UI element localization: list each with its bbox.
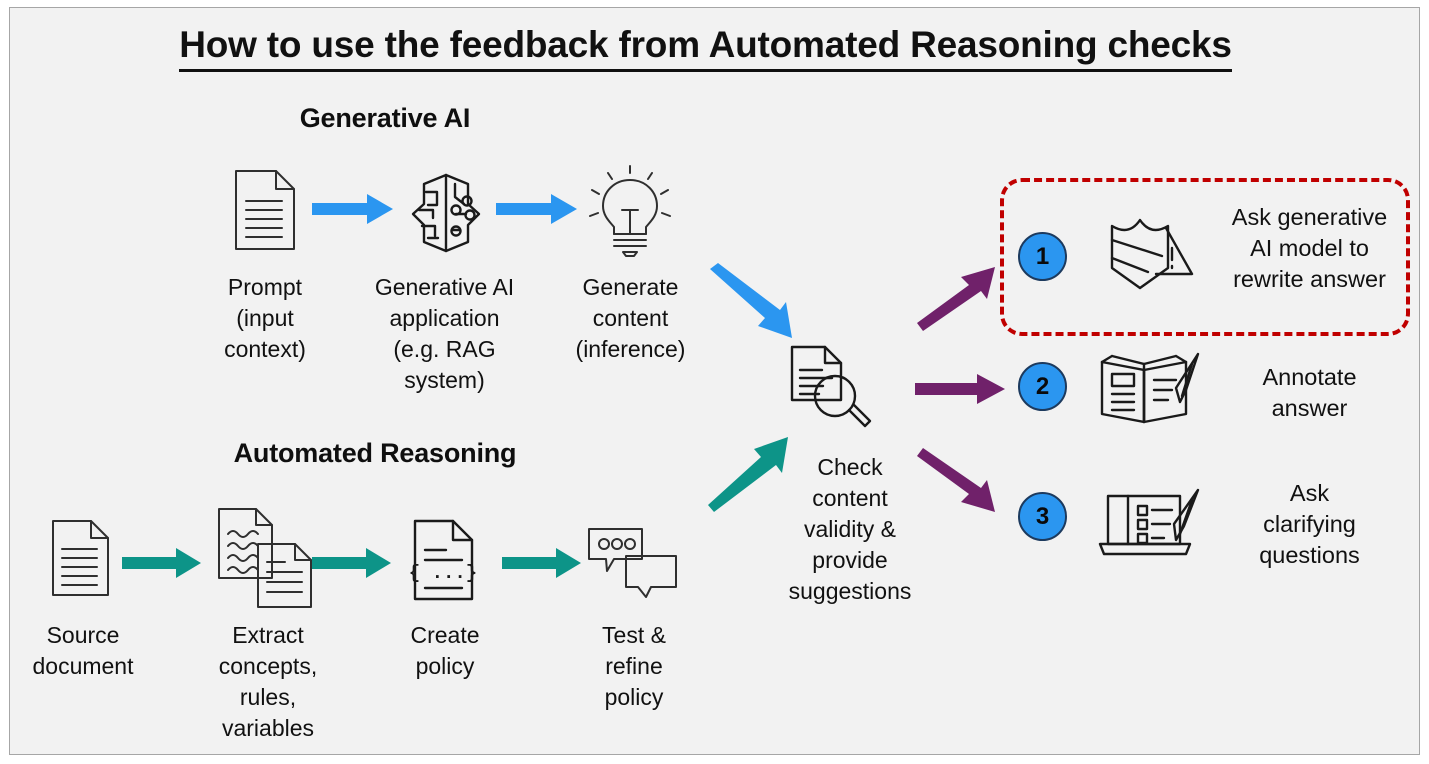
node-label-generate-content: Generate content (inference) — [552, 272, 709, 365]
laptop-pencil-icon — [1098, 488, 1204, 562]
node-label-line: Source document — [32, 622, 134, 679]
teal-arrow-3-icon — [502, 546, 582, 580]
outcome-number-badge-1: 1 — [1018, 232, 1067, 281]
blue-arrow-1-icon — [312, 192, 394, 226]
outcome-label-text: Ask clarifying questions — [1259, 480, 1360, 568]
outcome-label-text: Annotate answer — [1262, 364, 1357, 421]
node-label-test-refine-policy: Test & refine policy — [566, 620, 702, 713]
outcome-number-badge-3: 3 — [1018, 492, 1067, 541]
node-label-line: Test & refine policy — [602, 622, 666, 710]
node-label-source-document: Source document — [8, 620, 158, 682]
chat-bubbles-icon — [586, 525, 682, 601]
section-heading-generative-ai: Generative AI — [299, 103, 471, 133]
node-label-line: Prompt (input context) — [224, 274, 306, 362]
blue-arrow-to-check-icon — [708, 262, 800, 340]
purple-arrow-to-outcome-1-icon — [915, 265, 1003, 333]
node-label-generative-ai-application: Generative AI application (e.g. RAG syst… — [352, 272, 537, 396]
book-pencil-icon — [1098, 352, 1204, 424]
node-label-extract-concepts: Extract concepts, rules, variables — [190, 620, 346, 744]
shield-alert-icon — [1100, 212, 1200, 296]
purple-arrow-to-outcome-2-icon — [915, 372, 1007, 406]
node-label-prompt: Prompt (input context) — [180, 272, 350, 365]
document-icon — [50, 518, 112, 598]
purple-arrow-to-outcome-3-icon — [915, 448, 1003, 516]
node-label-check-content-validity: Check content validity & provide suggest… — [760, 452, 940, 607]
blue-arrow-2-icon — [496, 192, 578, 226]
outcome-number-badge-2: 2 — [1018, 362, 1067, 411]
outcome-label-1: Ask generative AI model to rewrite answe… — [1212, 202, 1407, 295]
lightbulb-icon — [580, 162, 680, 262]
outcome-number-1: 1 — [1035, 242, 1050, 270]
brain-circuit-icon — [404, 170, 488, 256]
page-title-text: How to use the feedback from Automated R… — [179, 24, 1232, 72]
highlight-callout-box — [1000, 178, 1410, 336]
svg-text:{ ...}: { ...} — [409, 562, 477, 584]
document-icon — [232, 168, 298, 252]
teal-arrow-1-icon — [122, 546, 202, 580]
section-heading-automated-reasoning: Automated Reasoning — [233, 438, 517, 468]
outcome-number-3: 3 — [1035, 502, 1050, 530]
document-magnifier-icon — [789, 344, 873, 430]
outcome-label-2: Annotate answer — [1212, 362, 1407, 424]
teal-arrow-2-icon — [312, 546, 392, 580]
teal-arrow-to-check-icon — [706, 437, 798, 515]
node-label-line: Generative AI application (e.g. RAG syst… — [374, 274, 515, 393]
node-label-line: Check content validity & provide suggest… — [788, 454, 912, 604]
outcome-label-3: Ask clarifying questions — [1212, 478, 1407, 571]
page-title: How to use the feedback from Automated R… — [0, 24, 1411, 72]
node-label-line: Extract concepts, rules, variables — [218, 622, 318, 741]
node-label-line: Create policy — [410, 622, 480, 679]
outcome-label-text: Ask generative AI model to rewrite answe… — [1231, 204, 1388, 292]
policy-json-document-icon: { ...} — [409, 518, 477, 602]
node-label-line: Generate content (inference) — [575, 274, 686, 362]
node-label-create-policy: Create policy — [374, 620, 516, 682]
outcome-number-2: 2 — [1035, 372, 1050, 400]
two-documents-icon — [216, 506, 314, 610]
